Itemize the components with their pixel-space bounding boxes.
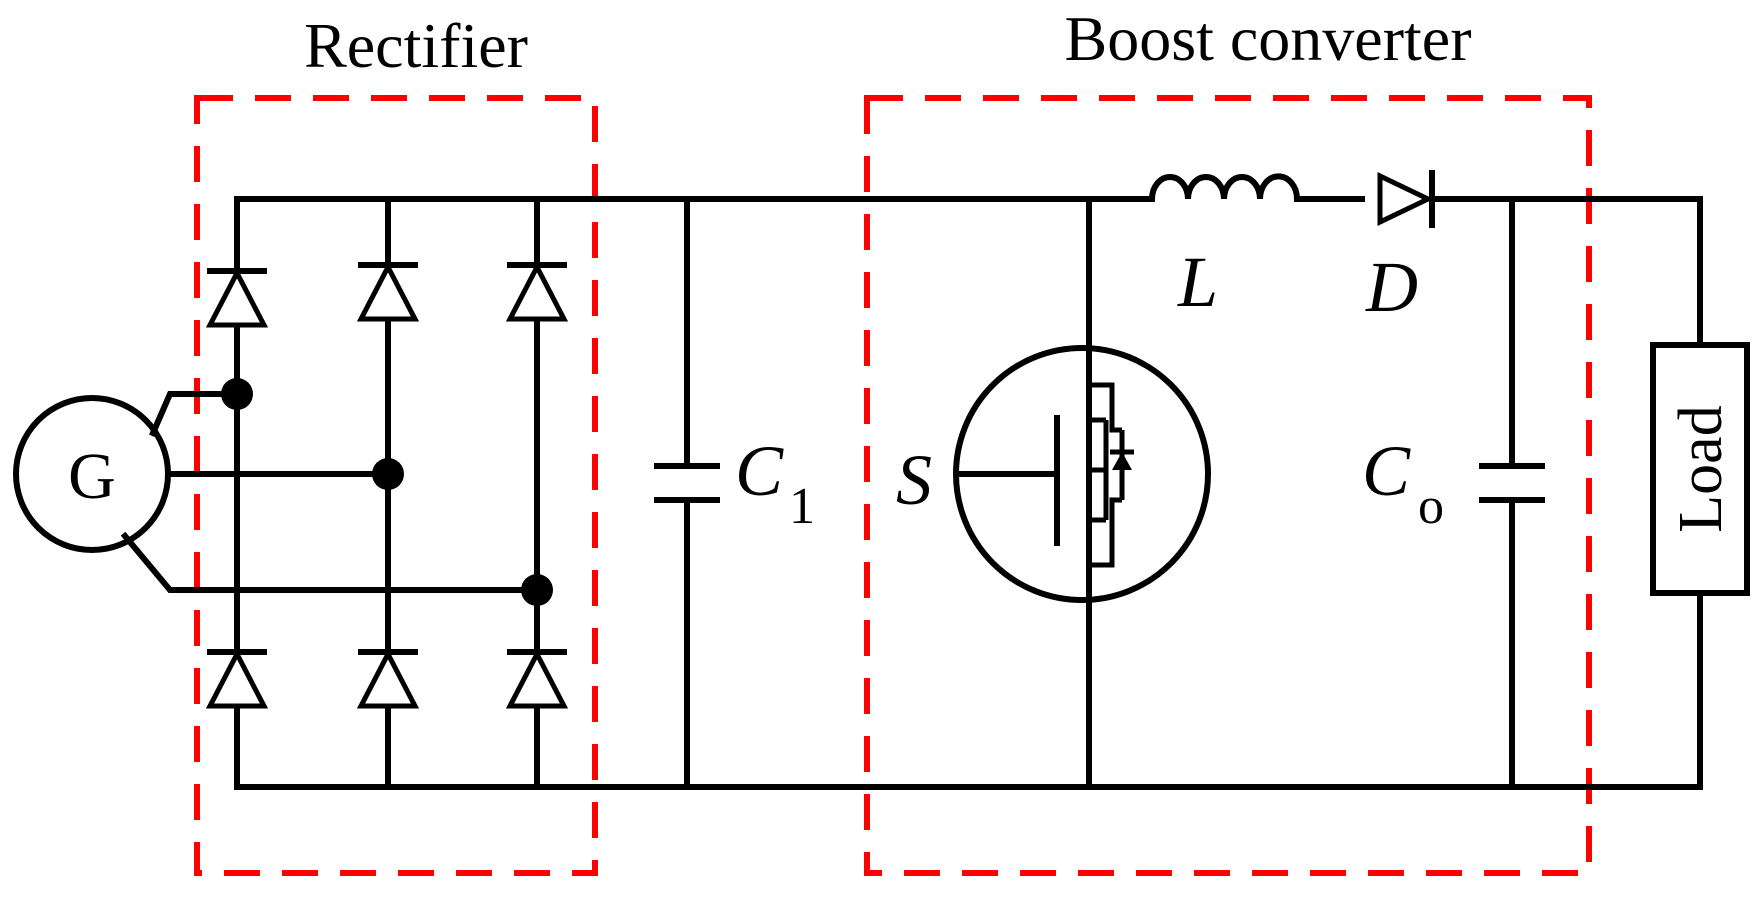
junction-dot-phase-b [372,458,404,490]
boost-block-outline [864,95,1592,876]
input-capacitor-symbol: C [735,431,784,511]
diode-upper-leg1 [205,267,269,328]
wiring [120,196,1703,790]
diode-upper-leg2 [356,261,420,322]
diode-label: D [1365,247,1418,327]
output-capacitor-subscript: o [1418,478,1444,535]
generator-symbol: G [68,440,116,513]
rectifier-title: Rectifier [304,10,528,81]
boost-diode: D [1365,170,1435,327]
load-box [1650,342,1750,596]
load: Load [1650,342,1750,596]
body-diode-triangle [1112,452,1132,470]
boost-converter-title: Boost converter [1065,3,1472,74]
switch-label: S [896,440,932,520]
diode-lower-leg1 [205,648,269,709]
inductor-label: L [1177,242,1218,322]
rectifier-diodes [205,261,569,709]
mosfet-switch: S [896,344,1211,604]
junction-dots [221,378,553,606]
junction-dot-phase-a [221,378,253,410]
diode-upper-leg3 [505,261,569,322]
generator-circle [13,395,171,553]
output-capacitor-symbol: C [1362,431,1411,511]
load-label: Load [1667,405,1735,532]
diode-lower-leg3 [505,648,569,709]
input-capacitor-subscript: 1 [789,478,815,535]
diode-lower-leg2 [356,648,420,709]
generator: G [13,395,171,553]
rectifier-block-outline [194,95,598,876]
inductor: L [1148,173,1301,322]
junction-dot-phase-c [521,574,553,606]
